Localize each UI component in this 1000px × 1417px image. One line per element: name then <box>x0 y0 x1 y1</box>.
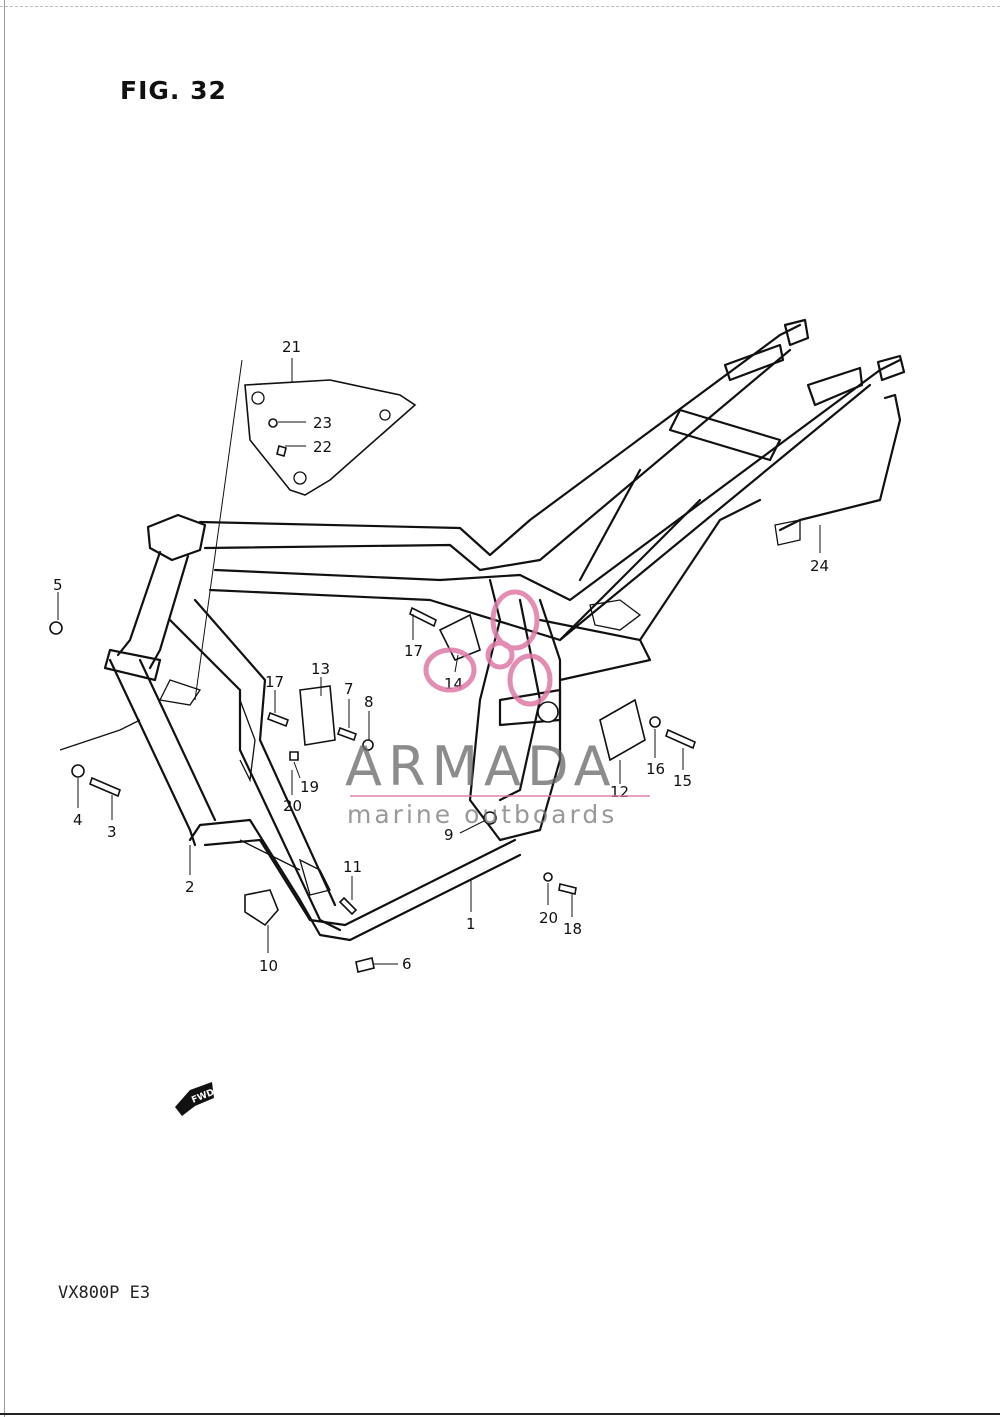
callout-1: 1 <box>466 915 476 933</box>
callout-21: 21 <box>282 338 301 356</box>
callout-16: 16 <box>646 760 665 778</box>
engine-mount-plate <box>299 685 336 746</box>
leader-lines <box>57 358 821 965</box>
callout-17-left: 17 <box>265 673 284 691</box>
side-cover-plate <box>244 379 417 496</box>
callout-15: 15 <box>673 772 692 790</box>
top-border <box>0 6 1000 7</box>
lower-bracket <box>244 889 279 927</box>
callout-labels: 1 2 3 4 5 6 7 8 9 10 11 12 13 14 15 16 1… <box>53 338 829 975</box>
motorcycle-frame <box>59 318 906 942</box>
left-border <box>4 0 5 1417</box>
callout-17-upper: 17 <box>404 642 423 660</box>
callout-22: 22 <box>313 438 332 456</box>
model-label: VX800P E3 <box>58 1283 151 1303</box>
callout-20-left: 20 <box>283 797 302 815</box>
watermark: ARMADA marine outboards <box>345 589 650 829</box>
callout-5: 5 <box>53 576 63 594</box>
callout-7: 7 <box>344 680 354 698</box>
bottom-border <box>0 1413 1000 1415</box>
watermark-brand: ARMADA <box>345 735 617 798</box>
callout-8: 8 <box>364 693 374 711</box>
callout-10: 10 <box>259 957 278 975</box>
callout-13: 13 <box>311 660 330 678</box>
callout-20-lower: 20 <box>539 909 558 927</box>
callout-24: 24 <box>810 557 829 575</box>
callout-11: 11 <box>343 858 362 876</box>
watermark-tagline: marine outboards <box>347 800 617 829</box>
rear-bracket <box>778 393 902 532</box>
callout-9: 9 <box>444 826 454 844</box>
fwd-arrow-badge: FWD <box>175 1082 216 1116</box>
callout-3: 3 <box>107 823 117 841</box>
callout-19: 19 <box>300 778 319 796</box>
callout-4: 4 <box>73 811 83 829</box>
figure-title: FIG. 32 <box>120 76 227 105</box>
callout-23: 23 <box>313 414 332 432</box>
engine-mount-bracket <box>599 698 646 762</box>
callout-2: 2 <box>185 878 195 896</box>
callout-18: 18 <box>563 920 582 938</box>
watermark-logo <box>423 589 553 707</box>
callout-6: 6 <box>402 955 412 973</box>
